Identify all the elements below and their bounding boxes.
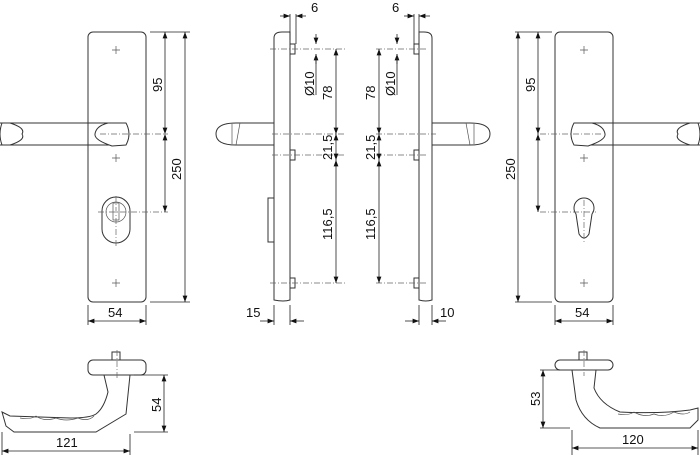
side-view-right: 6 Ø10 78 21,5 116,5 10 [363,0,491,325]
dim-top-to-handle: 78 [363,86,378,100]
side-view-left: 6 Ø10 78 21,5 116,5 15 [215,0,345,325]
dim-pin-offset: 6 [392,0,399,15]
lever-handle [0,122,130,147]
dim-handle-to-top: 95 [150,78,165,92]
screw-mark-icon [112,46,120,287]
dim-pin-to-bottom: 116,5 [320,208,335,240]
dim-pin-diameter: Ø10 [383,71,398,96]
dim-width: 54 [108,305,122,320]
lever-side-right: 53 120 [528,350,699,455]
screw-mark-icon [580,46,588,287]
dim-handle-to-top: 95 [523,78,538,92]
dim-depth: 15 [246,305,260,320]
dim-pin-offset: 6 [311,0,318,15]
dim-lever-height: 54 [149,398,164,412]
front-view-right: 95 250 54 [503,31,700,325]
profile-cylinder-cutout [540,197,596,244]
front-view-left: 95 250 54 [0,31,190,325]
dim-handle-to-pin: 21,5 [363,135,378,160]
dim-pin-diameter: Ø10 [302,71,317,96]
dim-lever-height: 53 [528,392,543,406]
dim-lever-length: 120 [622,432,644,447]
dim-pin-to-bottom: 116,5 [363,208,378,240]
dim-handle-to-pin: 21,5 [320,135,335,160]
backplate-outline [87,31,147,303]
dim-height: 250 [503,158,518,180]
dim-width: 54 [575,305,589,320]
backplate-outline [554,31,614,303]
dim-lever-length: 121 [56,435,78,450]
lever-handle [570,122,700,147]
lever-side-left: 54 121 [1,350,168,455]
dim-height: 250 [169,158,184,180]
dim-depth: 10 [440,305,454,320]
cylinder-profile [267,197,275,243]
dim-top-to-handle: 78 [320,86,335,100]
cylinder-cutout [98,196,168,246]
